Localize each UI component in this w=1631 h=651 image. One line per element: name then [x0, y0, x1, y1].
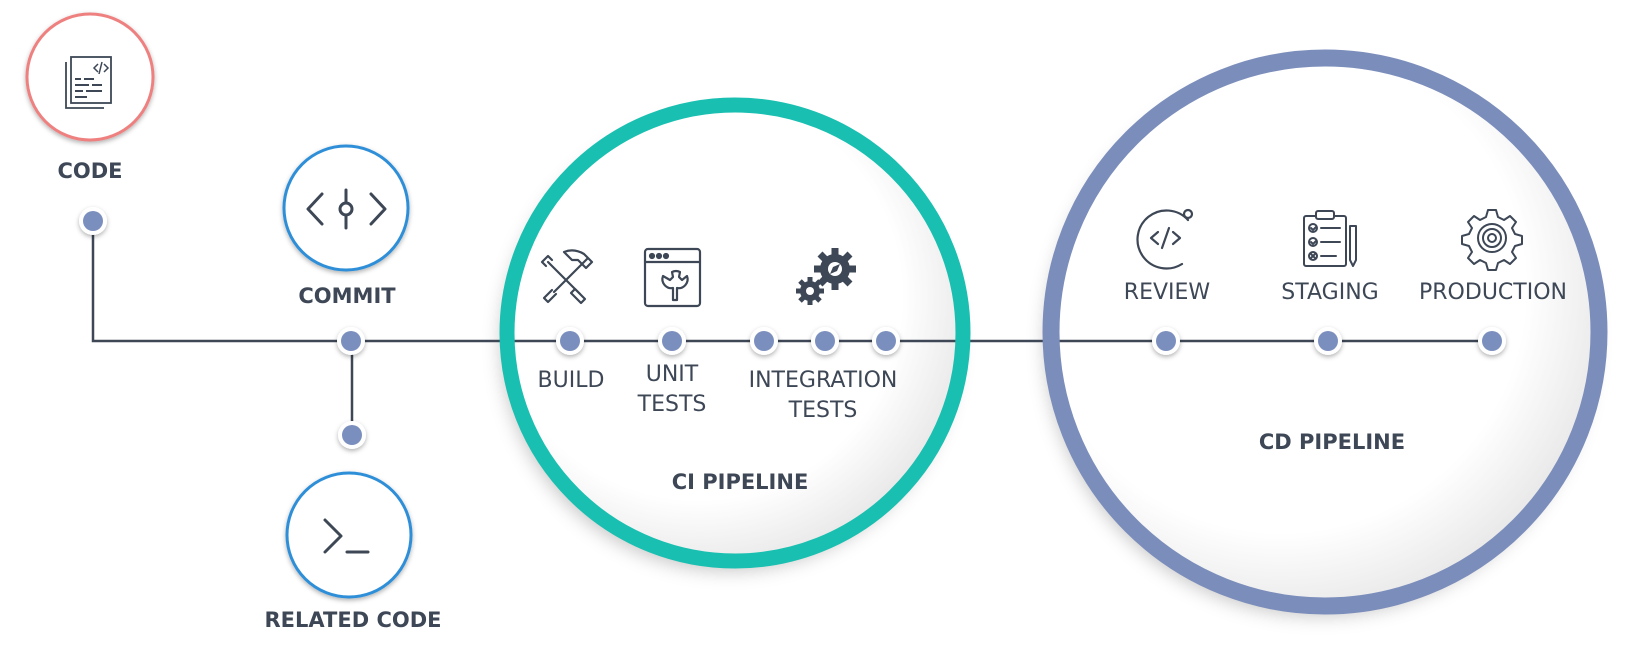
- git-commit-icon: [306, 188, 387, 230]
- integration-tests-label-line1: INTEGRATION: [748, 368, 898, 393]
- related-code-label: RELATED CODE: [264, 608, 442, 632]
- staging-label: STAGING: [1281, 280, 1379, 305]
- unit-tests-label-line2: TESTS: [637, 392, 707, 417]
- code-review-icon: [1136, 208, 1194, 270]
- node-dot-build: [556, 327, 584, 355]
- timeline-node-dots: [79, 207, 1506, 449]
- node-dot-integration-3: [872, 327, 900, 355]
- node-dot-production: [1478, 327, 1506, 355]
- ci-pipeline-label: CI PIPELINE: [671, 470, 809, 494]
- code-to-main-line: [91, 221, 351, 343]
- settings-gear-icon: [1461, 209, 1523, 271]
- production-label: PRODUCTION: [1419, 280, 1567, 305]
- node-dot-unit-tests: [658, 327, 686, 355]
- node-dot-commit: [337, 327, 365, 355]
- code-node: [25, 12, 155, 142]
- code-document-icon: [65, 56, 112, 109]
- commit-node: [282, 144, 410, 272]
- integration-tests-label-line2: TESTS: [788, 398, 858, 423]
- gears-icon: [796, 248, 856, 305]
- terminal-prompt-icon: [323, 518, 370, 554]
- node-dot-review: [1152, 327, 1180, 355]
- cd-pipeline-label: CD PIPELINE: [1258, 430, 1406, 454]
- cd-pipeline-ring: [1042, 49, 1608, 615]
- unit-tests-label: UNIT TESTS: [638, 360, 707, 420]
- browser-wrench-icon: [643, 247, 702, 308]
- clipboard-checklist-icon: [1303, 210, 1357, 267]
- review-label: REVIEW: [1123, 280, 1211, 305]
- ci-pipeline-ring: [499, 97, 971, 569]
- node-dot-code: [79, 207, 107, 235]
- related-code-node: [285, 471, 413, 599]
- code-label: CODE: [57, 159, 123, 183]
- unit-tests-label-line1: UNIT: [645, 362, 699, 387]
- node-dot-integration-2: [811, 327, 839, 355]
- node-dot-integration-1: [750, 327, 778, 355]
- node-dot-staging: [1314, 327, 1342, 355]
- connector-lines: [91, 221, 1492, 435]
- ci-pipeline-circle-fill: [507, 105, 963, 561]
- hammer-wrench-icon: [540, 249, 594, 305]
- build-label: BUILD: [537, 368, 605, 393]
- integration-tests-label: INTEGRATION TESTS: [749, 366, 898, 426]
- node-dot-related-code: [338, 421, 366, 449]
- commit-label: COMMIT: [298, 284, 396, 308]
